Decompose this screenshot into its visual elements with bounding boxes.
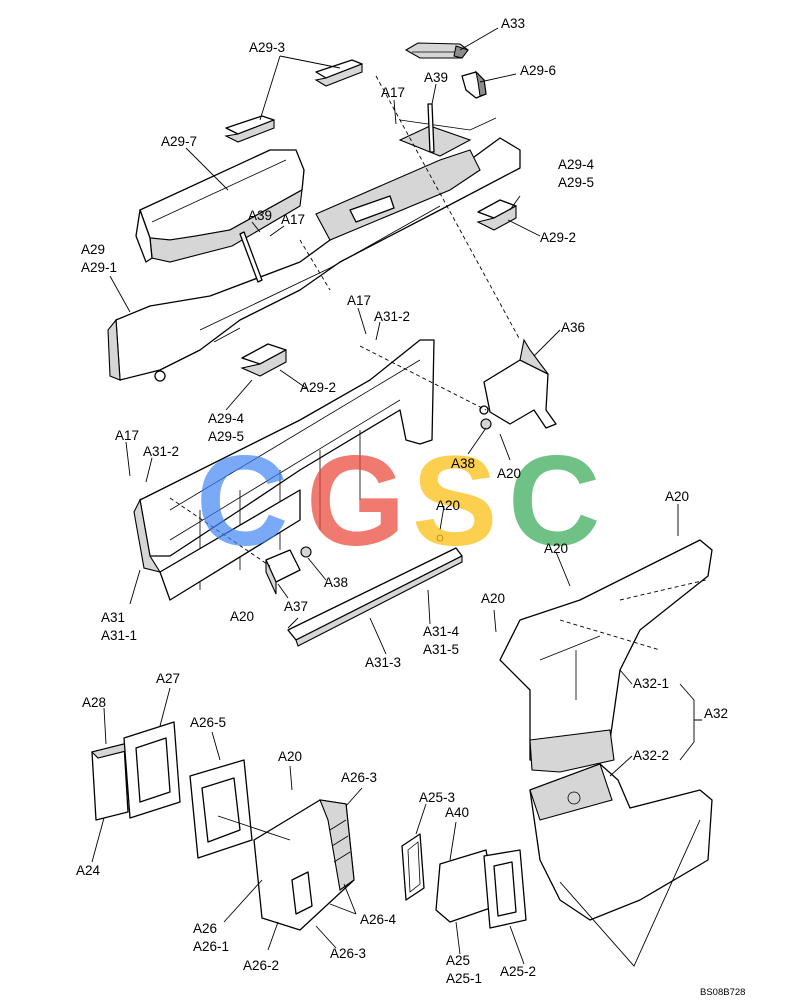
part-a39-pin-mid [239, 231, 263, 283]
part-a38-fitting-right [480, 418, 492, 430]
label-a29-4-left: A29-4 [208, 411, 245, 426]
label-a32: A32 [704, 706, 728, 721]
part-a29-3-bracket-lower [224, 115, 275, 143]
label-a29-2-right: A29-2 [540, 230, 576, 245]
label-a26-3-top: A26-3 [341, 770, 377, 785]
label-a38-left: A38 [324, 575, 348, 590]
part-a26-filter-housing [253, 799, 355, 931]
label-a26-3-bottom: A26-3 [330, 946, 366, 961]
watermark-letter-1: C [196, 430, 288, 573]
callout-labels: A33 A29-3 A39 A29-6 A17 A29-7 A29-4 A29-… [76, 16, 745, 998]
label-a31-3: A31-3 [365, 655, 401, 670]
label-a27: A27 [156, 671, 180, 686]
part-a27-frame [123, 721, 181, 819]
part-a33-handle [404, 42, 469, 59]
label-a31-2-left: A31-2 [143, 444, 179, 459]
label-a20-duct-top: A20 [544, 541, 568, 556]
part-a39-pin-top [427, 103, 435, 153]
watermark: C G S C [196, 430, 600, 573]
label-a29-5-left: A29-5 [208, 429, 244, 444]
part-a31-panel [133, 339, 435, 601]
label-a31-1: A31-1 [101, 628, 137, 643]
label-a17-left: A17 [115, 428, 139, 443]
label-a17-mid: A17 [281, 212, 305, 227]
label-a20-bracket: A20 [436, 498, 460, 513]
part-a29-7-cover [135, 149, 305, 263]
label-a33: A33 [501, 16, 525, 31]
label-a26: A26 [193, 921, 217, 936]
label-a29-7: A29-7 [161, 134, 197, 149]
label-a26-4: A26-4 [360, 912, 397, 927]
part-a29-console [107, 117, 521, 382]
label-a25: A25 [446, 953, 470, 968]
label-a31-4: A31-4 [423, 624, 460, 639]
label-a31: A31 [101, 610, 125, 625]
label-a29-4-right: A29-4 [558, 157, 595, 172]
label-a29-2-left: A29-2 [300, 380, 336, 395]
label-a29-5-right: A29-5 [558, 175, 594, 190]
label-a25-2: A25-2 [500, 964, 536, 979]
label-a26-2: A26-2 [243, 958, 279, 973]
part-a26-5-gasket [189, 759, 253, 859]
label-a26-1: A26-1 [193, 939, 229, 954]
label-a25-3: A25-3 [419, 790, 455, 805]
label-a37: A37 [284, 599, 308, 614]
drawing-code: BS08B728 [700, 987, 745, 998]
part-a29-2-bracket-right [476, 199, 517, 231]
label-a31-5: A31-5 [423, 642, 459, 657]
part-a31-3-rail [287, 534, 463, 647]
label-a24: A24 [76, 863, 101, 878]
part-a29-2-bracket-left [240, 343, 287, 377]
watermark-letter-3: S [412, 430, 497, 573]
part-a29-6-clip [461, 70, 487, 99]
label-a32-2: A32-2 [633, 748, 669, 763]
label-a26-5: A26-5 [190, 715, 226, 730]
part-a29-3-bracket-upper [314, 59, 363, 87]
label-a20-under-a36: A20 [497, 466, 521, 481]
part-a25-duct [435, 849, 497, 923]
label-a39-top: A39 [424, 70, 448, 85]
part-a32-2-duct [529, 763, 713, 921]
label-a29: A29 [81, 242, 105, 257]
label-a39-mid: A39 [248, 208, 272, 223]
part-a37-bracket [265, 549, 301, 595]
label-a17-mid2: A17 [347, 293, 371, 308]
part-a38-fitting-left [300, 546, 312, 558]
part-a24-box [90, 743, 132, 821]
label-a29-6: A29-6 [520, 63, 556, 78]
watermark-letter-4: C [508, 430, 600, 573]
leader-lines [91, 27, 702, 967]
label-a38-right: A38 [451, 456, 475, 471]
label-a31-2-top: A31-2 [374, 309, 410, 324]
label-a17-top: A17 [381, 85, 405, 100]
label-a32-1: A32-1 [633, 676, 669, 691]
label-a36: A36 [561, 320, 585, 335]
label-a20-rail: A20 [230, 609, 254, 624]
part-a25-3-gasket [401, 833, 425, 901]
label-a29-1: A29-1 [81, 260, 117, 275]
label-a20-duct-left: A20 [481, 591, 505, 606]
label-a40: A40 [445, 805, 469, 820]
label-a28: A28 [82, 695, 106, 710]
label-a20-far-right: A20 [665, 489, 689, 504]
watermark-letter-2: G [306, 430, 406, 573]
label-a29-3: A29-3 [249, 40, 285, 55]
label-a25-1: A25-1 [446, 971, 482, 986]
part-a36-bracket [479, 338, 557, 429]
part-a32-1-duct [499, 539, 713, 773]
label-a20-filter: A20 [278, 749, 302, 764]
part-a25-2-frame [483, 849, 527, 929]
